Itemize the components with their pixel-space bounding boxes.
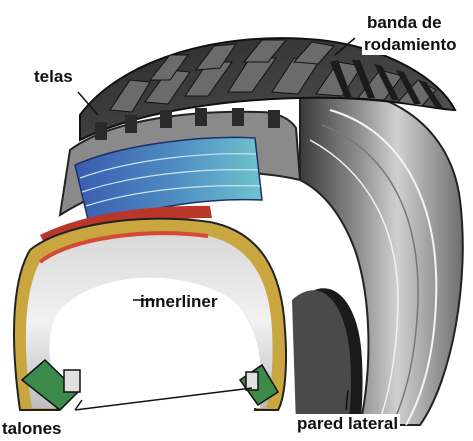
- label-pared-lateral: pared lateral: [295, 414, 400, 434]
- label-telas: telas: [32, 67, 75, 87]
- label-innerliner: innerliner: [140, 292, 217, 312]
- label-banda-line2: rodamiento: [362, 35, 459, 55]
- label-talones: talones: [0, 419, 64, 439]
- label-banda-line1: banda de: [365, 13, 444, 33]
- tire-body: [292, 88, 463, 425]
